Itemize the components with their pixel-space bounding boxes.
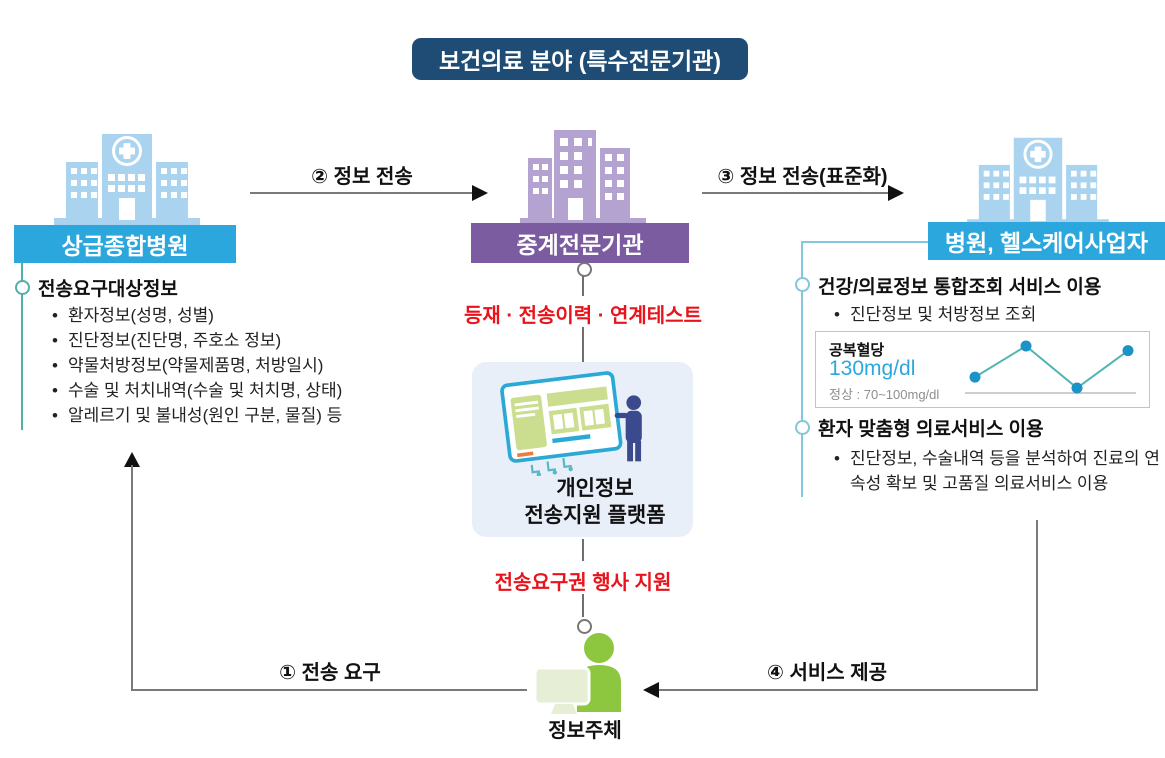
hospital-icon-right [967,137,1109,227]
medical-cross-icon [1030,146,1046,163]
list-item: 진단정보(진단명, 주호소 정보) [52,328,432,353]
list-item: 수술 및 처치내역(수술 및 처치명, 상태) [52,378,432,403]
connector-line [582,539,584,561]
right-bracket-line [801,241,928,243]
connector-line [582,327,584,362]
flow-line-step4 [657,689,1038,691]
person-figure-icon [614,395,642,462]
right-bracket-line [801,241,803,497]
right-heading-bullet-icon [795,277,810,292]
right-section1-heading: 건강/의료정보 통합조회 서비스 이용 [818,277,1102,298]
diagram-title: 보건의료 분야 (특수전문기관) [412,38,748,80]
glucose-card-title: 공복혈당 [829,342,885,359]
hospital-icon-left [54,134,200,225]
left-panel-list: 환자정보(성명, 성별) 진단정보(진단명, 주호소 정보) 약물처방정보(약물… [52,303,432,428]
flow-line-step3 [702,192,890,194]
list-item: 진단정보 및 처방정보 조회 [834,302,1154,327]
right-section2-list: 진단정보, 수술내역 등을 분석하여 진료의 연속성 확보 및 고품질 의료서비… [834,446,1165,496]
subject-label: 정보주체 [548,720,622,742]
arrowhead-right-icon [888,185,904,201]
node-hospital-healthcare-provider: 병원, 헬스케어사업자 [928,222,1165,260]
platform-label-line2: 전송지원 플랫폼 [524,504,666,527]
support-note: 전송요구권 행사 지원 [494,572,672,594]
flow-line-step1 [131,689,527,691]
list-item: 알레르기 및 불내성(원인 구분, 물질) 등 [52,403,432,428]
left-heading-bullet-icon [15,280,30,295]
list-item: 약물처방정보(약물제품명, 처방일시) [52,353,432,378]
relay-note: 등재 · 전송이력 · 연계테스트 [464,305,702,327]
glucose-sparkline [965,340,1136,394]
connector-dot-icon [577,262,592,277]
glucose-value: 130mg/dl [829,357,916,380]
list-item: 진단정보, 수술내역 등을 분석하여 진료의 연속성 확보 및 고품질 의료서비… [834,446,1165,496]
left-bracket-line [21,262,23,430]
list-item: 환자정보(성명, 성별) [52,303,432,328]
node-senior-general-hospital: 상급종합병원 [14,225,236,263]
glucose-card: 공복혈당 130mg/dl 정상 : 70~100mg/dl [815,331,1150,408]
flow-label-step1: ① 전송 요구 [279,662,381,684]
left-panel-heading: 전송요구대상정보 [38,279,178,300]
right-section2-heading: 환자 맞춤형 의료서비스 이용 [818,419,1044,440]
glucose-normal-range: 정상 : 70~100mg/dl [829,387,940,402]
arrowhead-right-icon [472,185,488,201]
connector-line [582,594,584,617]
flow-label-step4: ④ 서비스 제공 [766,662,888,684]
right-section1-list: 진단정보 및 처방정보 조회 [834,302,1154,327]
platform-illustration [500,371,642,476]
connector-dot-icon [577,619,592,634]
platform-label-line1: 개인정보 [556,477,634,500]
node-relay-institution: 중계전문기관 [471,223,689,263]
medical-cross-icon [119,143,135,159]
flow-line-step2 [250,192,474,194]
office-building-icon [520,130,646,225]
flow-label-step3: ③ 정보 전송(표준화) [717,166,888,188]
connector-line [582,276,584,296]
flow-line-step1 [131,465,133,690]
information-subject-icon [533,633,621,714]
flow-label-step2: ② 정보 전송 [311,166,413,188]
right-heading-bullet-icon [795,420,810,435]
flow-line-step4 [1036,520,1038,690]
arrowhead-up-icon [124,452,140,467]
arrowhead-left-icon [643,682,659,698]
